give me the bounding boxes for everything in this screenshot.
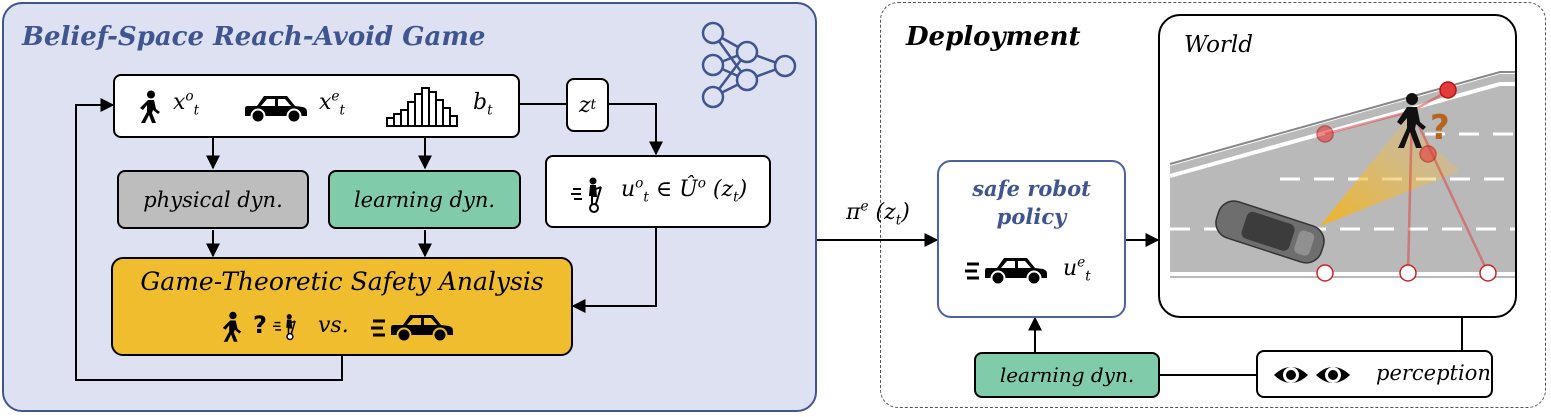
obs-to-control-arrow (609, 103, 663, 156)
segway-icon (571, 177, 602, 213)
pedestrian-uncertainty-mark: ? (1430, 108, 1450, 148)
versus-label: vs. (318, 313, 349, 338)
physical-dynamics-box: physical dyn. (117, 170, 309, 229)
eyes-icon (1274, 367, 1350, 383)
moving-car-icon (965, 258, 1047, 286)
perception-label: perception (1376, 361, 1491, 385)
histogram-icon (386, 87, 458, 127)
perception-box: perception (1256, 350, 1493, 398)
safety-analysis-title: Game-Theoretic Safety Analysis (140, 267, 544, 296)
control-to-analysis-arrow (571, 228, 657, 313)
pedestrian-icon (140, 90, 160, 123)
robot-state-label: xet (319, 88, 345, 119)
safety-analysis-box: Game-Theoretic Safety Analysis ? vs. (111, 257, 573, 356)
policy-link-label: πe (zt) (846, 198, 910, 229)
world-box: World ? (1158, 14, 1517, 318)
world-pedestrian (1397, 93, 1426, 148)
deployment-title: Deployment (906, 22, 1081, 52)
world-title: World (1184, 32, 1253, 58)
control-set-label: uot ∈ Ûo (zt) (621, 175, 748, 206)
pedestrian-icon (222, 311, 242, 342)
policy-title-line2: policy (996, 204, 1067, 229)
road-scene (1169, 71, 1515, 282)
car-icon (245, 96, 307, 124)
feedback-loop-arrow (75, 98, 343, 381)
pedestrian-state-label: xot (173, 88, 200, 119)
policy-title-line1: safe robot (972, 176, 1091, 201)
deployment-learning-dynamics-box: learning dyn. (974, 352, 1160, 398)
safe-robot-policy-box: safe robot policy uet (937, 160, 1126, 318)
game-title: Belief-Space Reach-Avoid Game (22, 22, 486, 52)
belief-label: bt (473, 90, 493, 119)
world-car-topview (1215, 200, 1325, 264)
joint-state-box: xot xet bt (113, 74, 520, 138)
uncertainty-mark: ? (253, 311, 267, 339)
neural-network-icon (701, 21, 797, 109)
moving-car-icon (371, 315, 453, 343)
robot-control-label: uet (1063, 254, 1091, 285)
opponent-control-box: uot ∈ Ûo (zt) (545, 155, 771, 228)
learning-dynamics-box: learning dyn. (328, 170, 521, 229)
segway-icon (273, 314, 296, 341)
